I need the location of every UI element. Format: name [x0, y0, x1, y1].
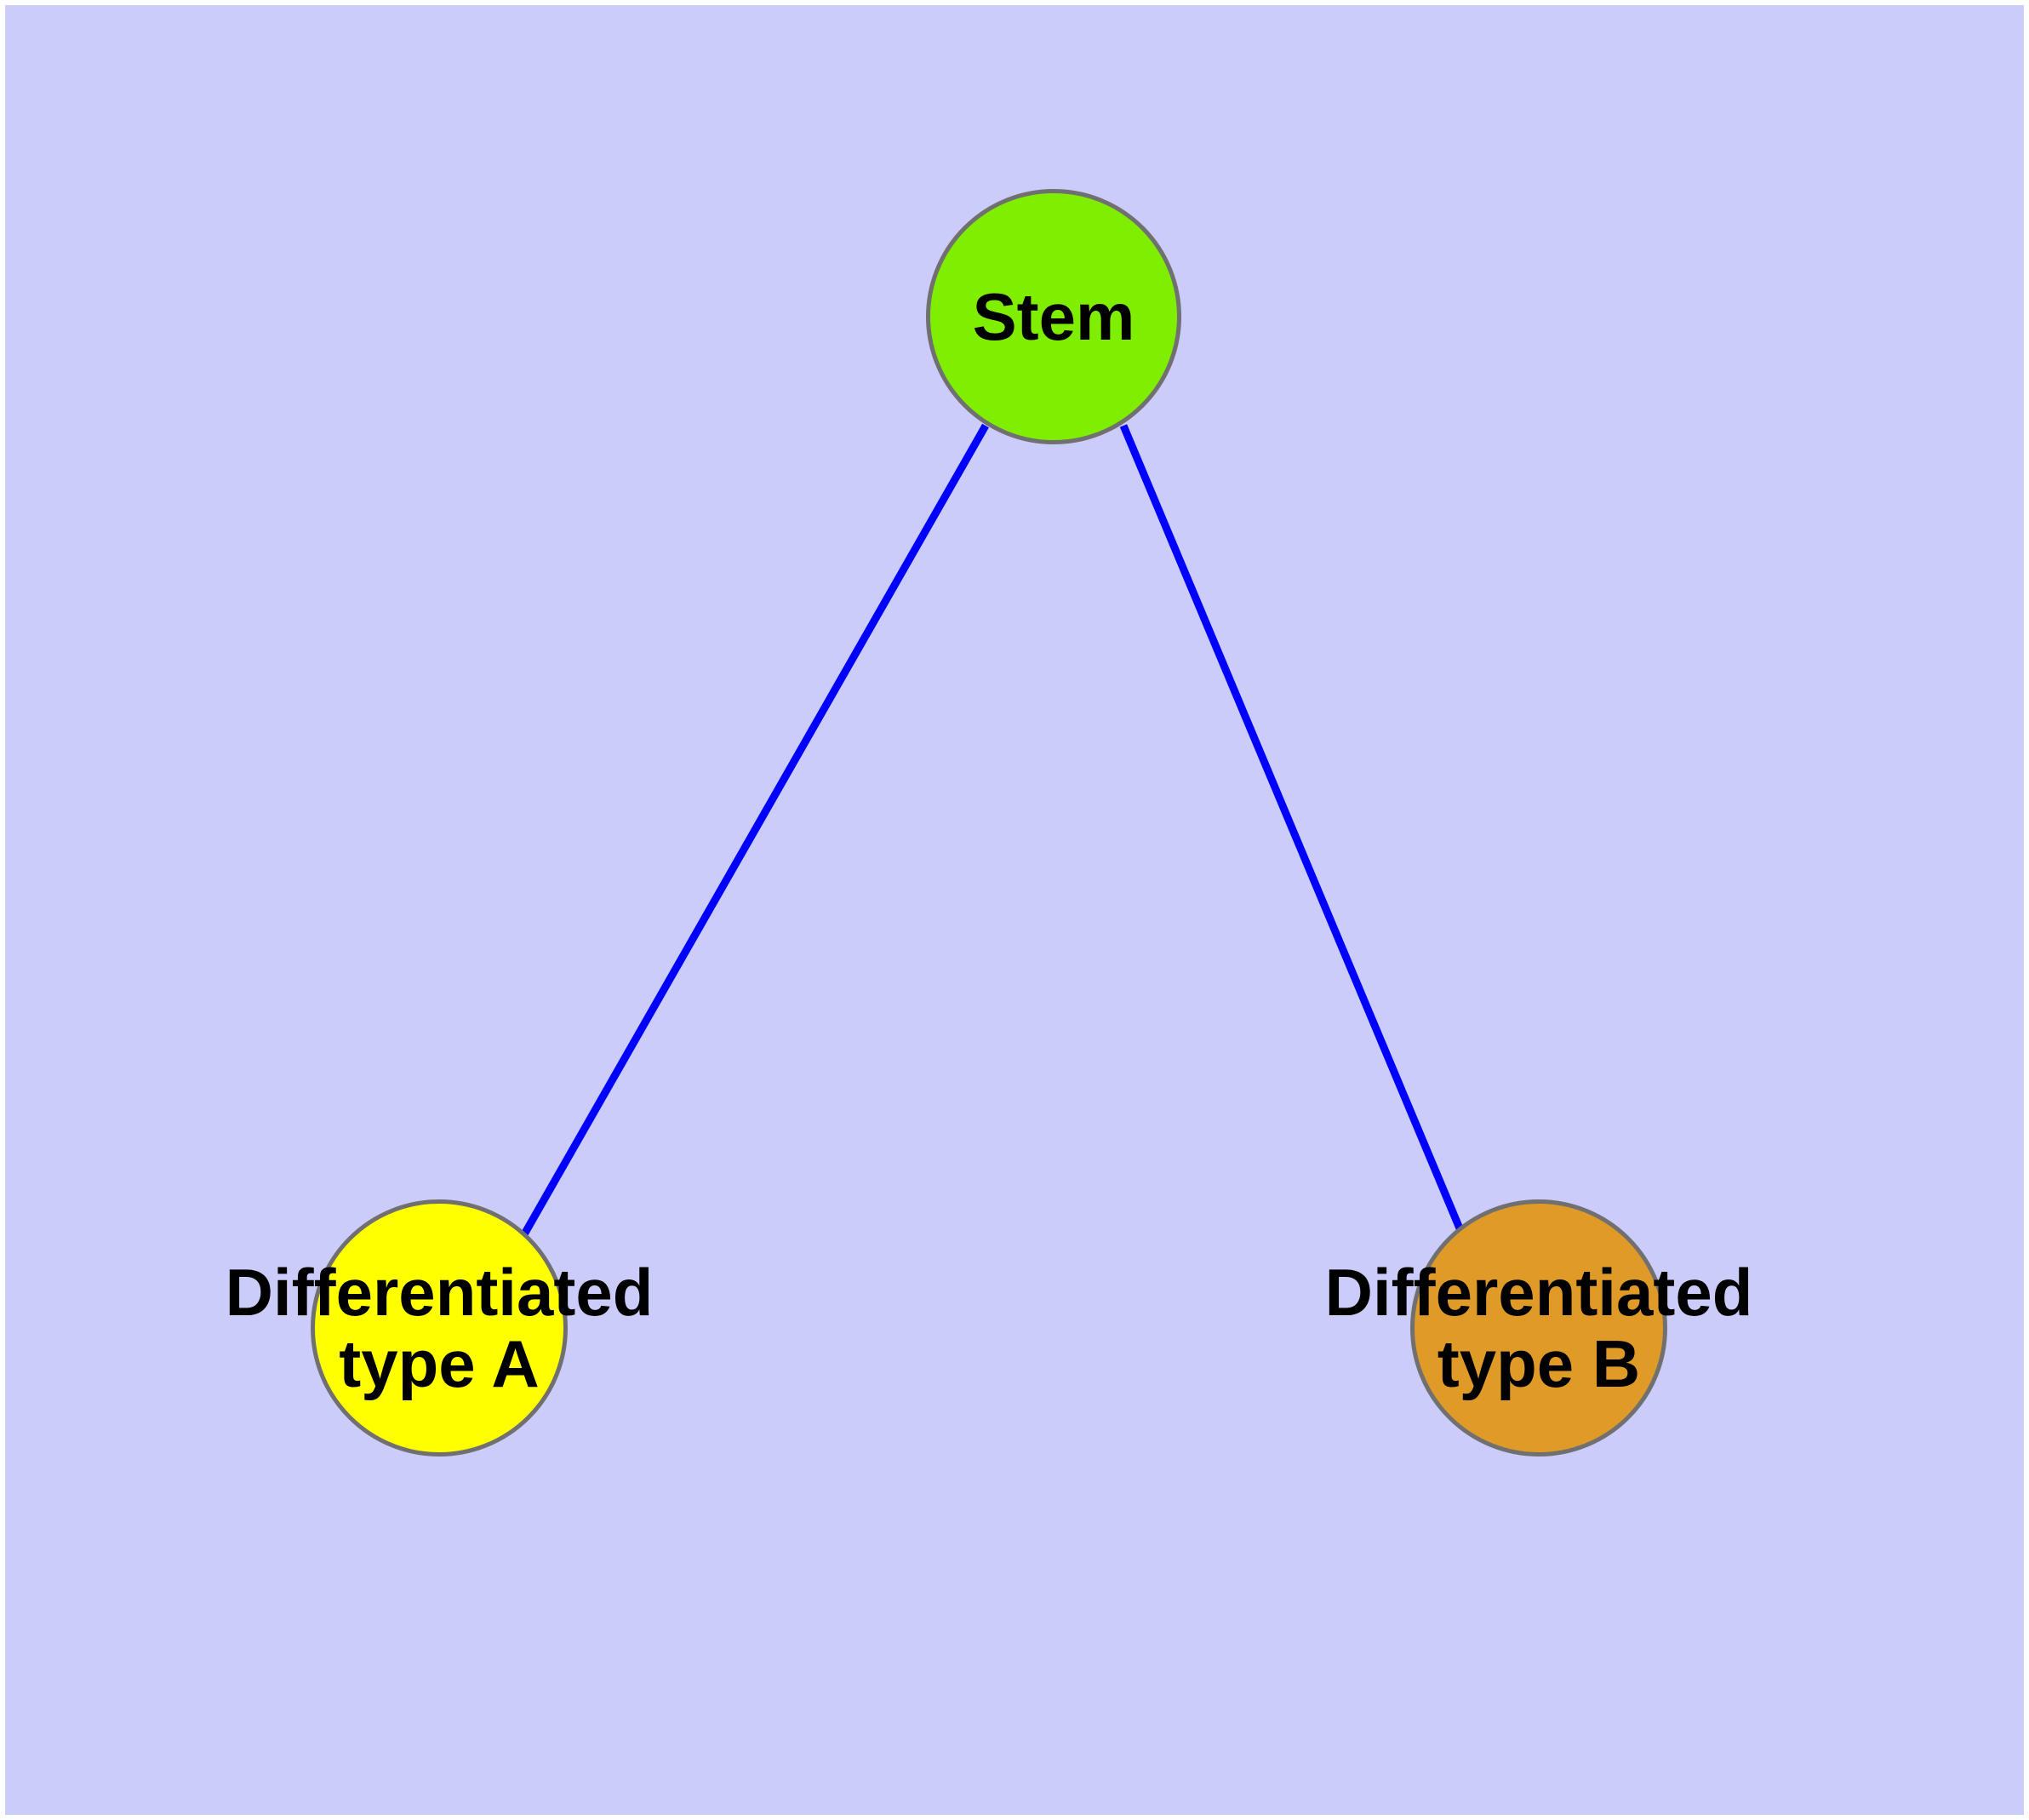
node-stem[interactable]	[926, 189, 1181, 444]
node-differentiated-type-a[interactable]	[311, 1199, 568, 1457]
node-differentiated-type-b[interactable]	[1410, 1199, 1667, 1457]
edge-stem-to-differentiated-type-a	[521, 423, 989, 1237]
edge-stem-to-differentiated-type-b	[1119, 424, 1464, 1230]
